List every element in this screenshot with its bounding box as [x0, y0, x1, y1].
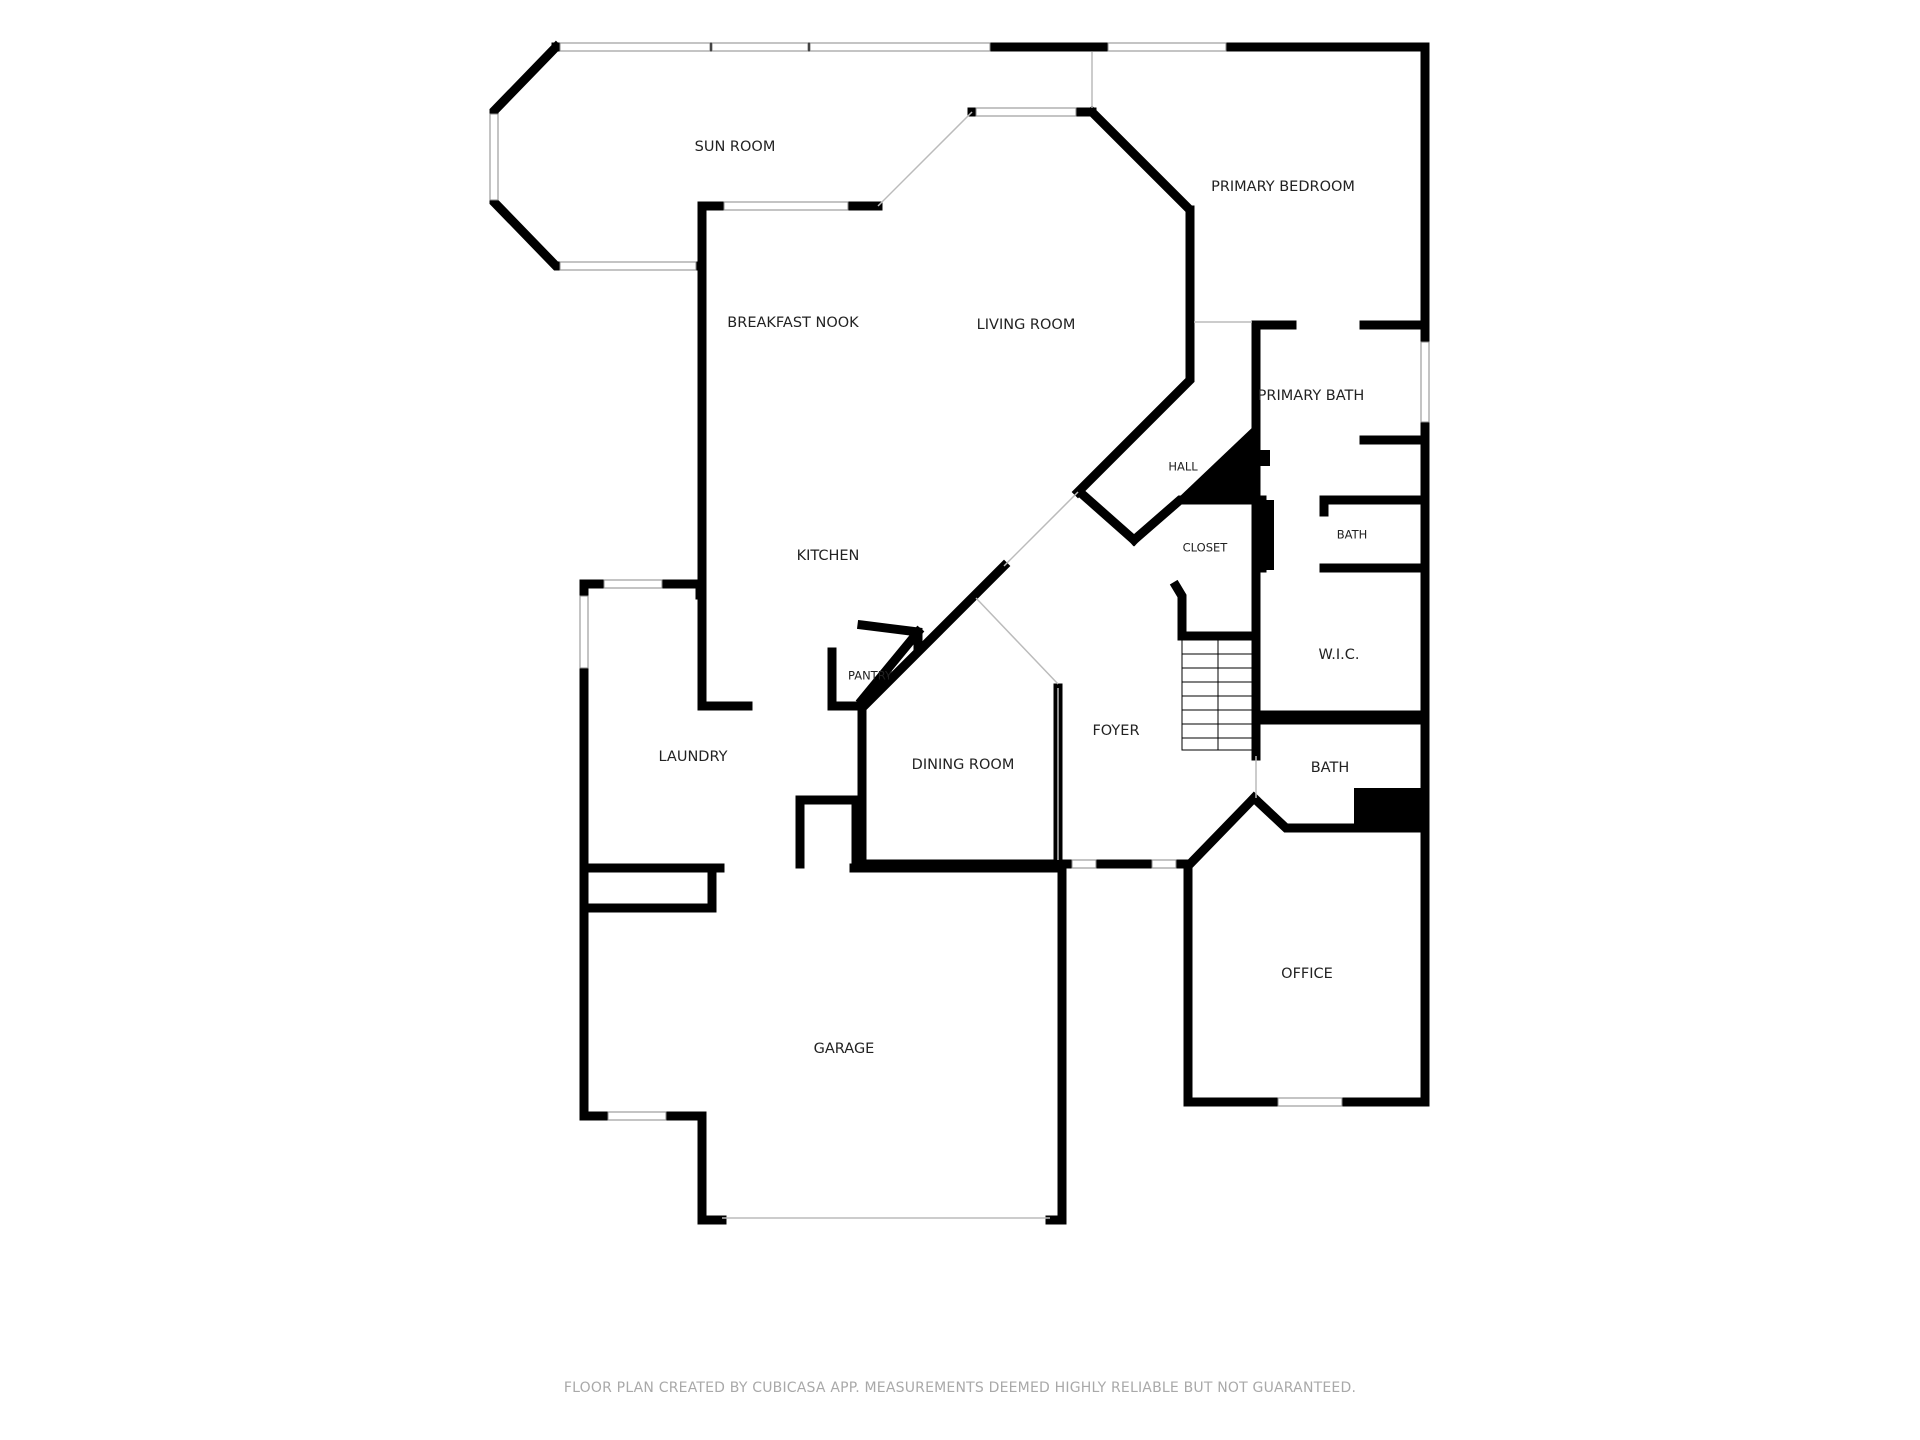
opening: [1003, 491, 1079, 567]
wall-kitchen-west: [697, 201, 753, 711]
label-sun-room: SUN ROOM: [695, 139, 776, 155]
label-foyer: FOYER: [1092, 723, 1139, 739]
wall-garage: [579, 863, 727, 1225]
stairs: [1181, 639, 1255, 751]
window: [1107, 42, 1227, 52]
bath-fill: [1354, 788, 1426, 828]
wall-pantry: [856, 619, 923, 651]
label-kitchen: KITCHEN: [797, 548, 860, 564]
wall-foyer-diagonal: [1181, 791, 1261, 873]
label-primary-bath: PRIMARY BATH: [1258, 388, 1365, 404]
openings: [722, 52, 1257, 1219]
wall-office: [1183, 863, 1430, 1107]
label-bath-small: BATH: [1337, 528, 1368, 542]
wall-laundry-inner: [795, 795, 861, 869]
label-living-room: LIVING ROOM: [977, 317, 1076, 333]
window: [1420, 341, 1430, 423]
window: [489, 113, 499, 201]
hall-column: [1254, 500, 1274, 570]
label-office: OFFICE: [1281, 966, 1333, 982]
window: [603, 579, 663, 589]
window: [559, 261, 697, 271]
hall-post: [1256, 450, 1270, 466]
wall-closet: [1127, 495, 1261, 547]
opening: [877, 111, 973, 207]
wall-sunroom-bay: [489, 40, 705, 271]
label-primary-bedroom: PRIMARY BEDROOM: [1211, 179, 1355, 195]
label-garage: GARAGE: [814, 1041, 875, 1057]
label-breakfast-nook: BREAKFAST NOOK: [727, 315, 859, 331]
label-laundry: LAUNDRY: [659, 749, 728, 765]
window: [607, 1111, 667, 1121]
wall-kitchen-diagonal: [855, 559, 1011, 715]
window: [579, 595, 589, 669]
wall-garage-east: [1045, 859, 1067, 1225]
window: [723, 201, 849, 211]
wall-foyer-hall: [1075, 487, 1141, 547]
wall-laundry: [579, 579, 705, 873]
label-wic: W.I.C.: [1319, 647, 1360, 663]
windows: [489, 42, 1430, 1121]
label-dining-room: DINING ROOM: [912, 757, 1015, 773]
wall-garage-storage: [579, 869, 717, 913]
footer-disclaimer: FLOOR PLAN CREATED BY CUBICASA APP. MEAS…: [563, 1380, 1357, 1396]
wall-pantry-diagonal: [855, 625, 925, 707]
walls: [489, 40, 1430, 1225]
window: [711, 42, 809, 52]
wall-pantry-west: [827, 647, 867, 711]
label-closet: CLOSET: [1183, 541, 1229, 555]
solid-fills: [1176, 424, 1426, 828]
label-hall: HALL: [1168, 460, 1198, 474]
window: [1071, 859, 1097, 869]
window: [559, 42, 711, 52]
hall-fill: [1176, 424, 1256, 500]
window: [975, 107, 1077, 117]
label-bath: BATH: [1311, 760, 1350, 776]
wall-dining: [857, 703, 1063, 869]
room-labels: SUN ROOM PRIMARY BEDROOM BREAKFAST NOOK …: [659, 139, 1368, 1057]
opening: [975, 597, 1059, 685]
wall-closet-south: [1169, 579, 1187, 641]
window: [1151, 859, 1177, 869]
window: [1277, 1097, 1343, 1107]
window: [809, 42, 991, 52]
label-pantry: PANTRY: [848, 669, 893, 683]
wall-living-northeast: [1071, 105, 1195, 499]
